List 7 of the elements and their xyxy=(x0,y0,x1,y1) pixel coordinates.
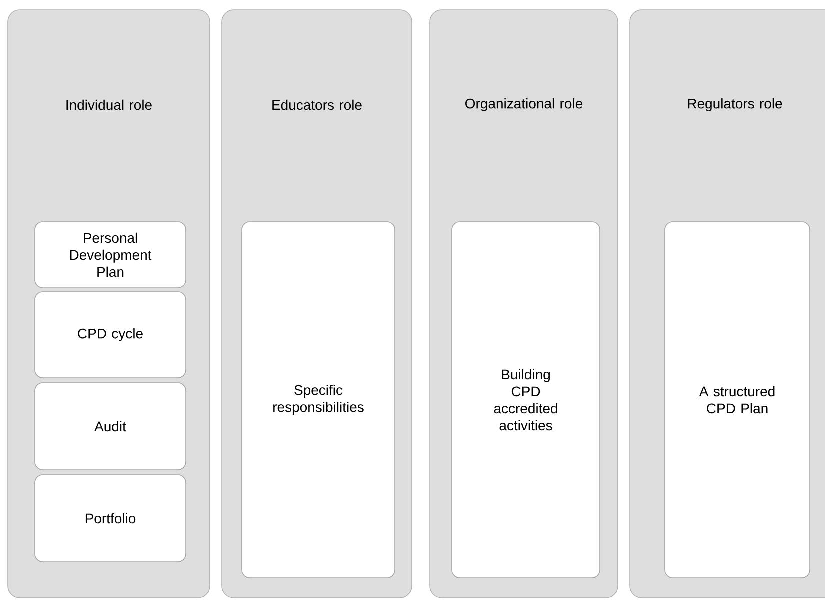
role-box: Building CPD accredited activities xyxy=(452,222,600,578)
role-box: Personal Development Plan xyxy=(34,222,186,288)
role-box: Portfolio xyxy=(34,474,186,562)
role-box: Audit xyxy=(34,382,186,470)
role-box: Specific responsibilities xyxy=(242,222,396,578)
role-box: A structured CPD Plan xyxy=(664,222,810,578)
role-box: CPD cycle xyxy=(34,292,186,378)
